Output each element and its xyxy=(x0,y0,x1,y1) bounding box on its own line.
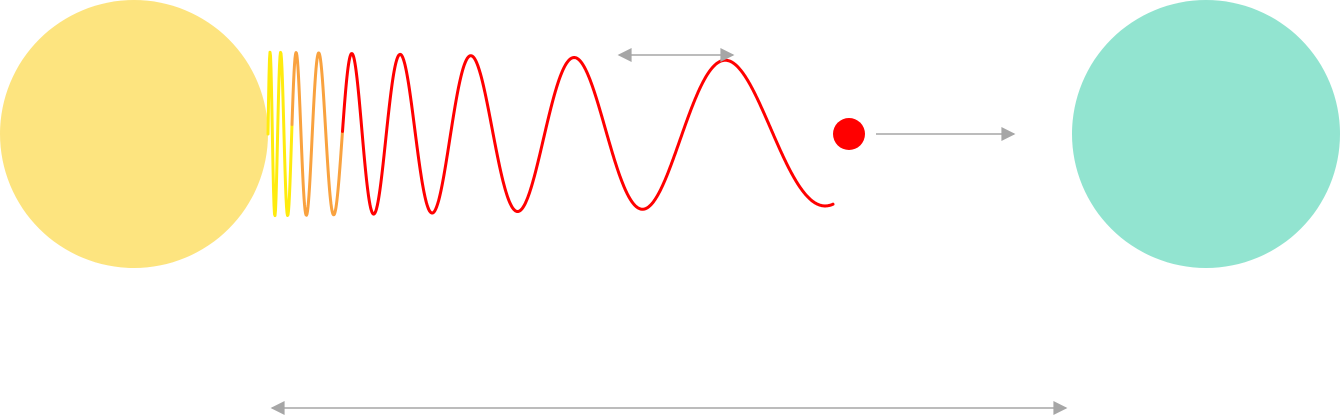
source-body xyxy=(0,0,268,268)
wave-segment-orange xyxy=(290,51,344,217)
photon-dot xyxy=(833,118,865,150)
redshifted-wave xyxy=(266,50,835,218)
target-body xyxy=(1072,0,1340,268)
wave-segment-yellow xyxy=(266,50,294,218)
wave-segment-red xyxy=(341,52,835,216)
